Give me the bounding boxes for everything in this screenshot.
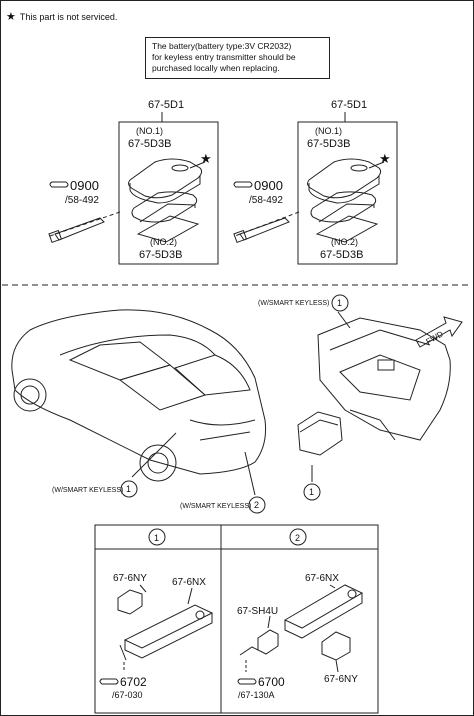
- detail-2-reference-hand-icon: [237, 678, 257, 685]
- detail-1-ref-sub: /67-030: [112, 690, 143, 700]
- detail-1-index: 1: [154, 533, 159, 543]
- not-serviced-note: ★This part is not serviced.: [6, 10, 117, 23]
- battery-note-box: The battery(battery type:3V CR2032) for …: [145, 37, 330, 79]
- clip-icon: [321, 631, 351, 661]
- right-no2-label: (NO.2): [331, 237, 358, 247]
- right-part-no2: 67-5D3B: [320, 249, 363, 261]
- left-no2-label: (NO.2): [150, 237, 177, 247]
- callout-circle-2: [248, 496, 266, 514]
- detail-2-index: 2: [295, 533, 300, 543]
- star-icon: ★: [6, 11, 16, 23]
- battery-note-line-3: purchased locally when replacing.: [152, 63, 280, 73]
- not-serviced-text: This part is not serviced.: [19, 12, 118, 22]
- left-key-group: [48, 112, 219, 265]
- right-key-group: [233, 112, 398, 265]
- detail-2-part-c: 67-6NY: [324, 674, 358, 685]
- callout-circle-1: [120, 480, 138, 498]
- detail-1-parts: [99, 584, 214, 685]
- left-mechanical-key-icon: [48, 217, 105, 244]
- left-star-icon: ★: [200, 151, 212, 166]
- callout-2-number: 2: [254, 500, 259, 510]
- detail-2-parts: [237, 584, 364, 685]
- vehicle-illustration: [11, 309, 266, 514]
- detail-2-ref-sub: /67-130A: [238, 690, 275, 700]
- detail-1-reference-hand-icon: [99, 678, 119, 685]
- fwd-label: FWD: [425, 329, 445, 346]
- left-part-no1: 67-5D3B: [128, 138, 171, 150]
- right-key-box: [297, 121, 398, 265]
- detail-2-index-circle: [289, 528, 307, 546]
- connector-icon: [257, 629, 279, 655]
- right-ref-code: 0900: [254, 178, 283, 193]
- detail-table: [94, 524, 379, 714]
- front-wheel-icon: [13, 378, 47, 412]
- left-no1-label: (NO.1): [136, 126, 163, 136]
- right-key-fob-icon: [307, 158, 382, 243]
- smart-keyless-label-top: (W/SMART KEYLESS): [258, 300, 329, 307]
- detail-1-ref-code: 6702: [120, 675, 147, 689]
- detail-1-part-a: 67-6NY: [113, 573, 147, 584]
- detail-2-part-a: 67-6NX: [305, 573, 339, 584]
- left-star-leader: [189, 161, 206, 169]
- detail-1-part-b: 67-6NX: [172, 577, 206, 588]
- callout-circle-dash-top: [331, 294, 349, 312]
- left-key-box: [118, 121, 219, 265]
- detail-1-index-circle: [148, 528, 166, 546]
- right-part-no1: 67-5D3B: [307, 138, 350, 150]
- right-star-icon: ★: [379, 151, 391, 166]
- left-ref-sub: /58-492: [65, 195, 99, 206]
- left-part-no2: 67-5D3B: [139, 249, 182, 261]
- antenna-module-icon: [283, 584, 364, 629]
- antenna-clip-icon: [117, 589, 143, 615]
- dash-leader-top: [337, 311, 351, 329]
- detail-2-ref-code: 6700: [258, 675, 285, 689]
- smart-keyless-label-1: (W/SMART KEYLESS): [52, 487, 123, 494]
- callout-circle-dash-bottom: [303, 483, 321, 501]
- battery-note-line-1: The battery(battery type:3V CR2032): [152, 41, 292, 51]
- right-reference-hand-icon: [233, 181, 253, 188]
- rear-wheel-icon: [139, 444, 177, 482]
- fwd-arrow-icon: [415, 316, 463, 348]
- left-reference-hand-icon: [49, 181, 69, 188]
- left-key-fob-icon: [128, 158, 203, 243]
- dashboard-illustration: [297, 294, 463, 501]
- vehicle-leader-2: [244, 451, 256, 496]
- smart-keyless-label-2: (W/SMART KEYLESS): [180, 503, 251, 510]
- right-star-leader: [368, 161, 385, 169]
- right-assembly-label: 67-5D1: [331, 99, 367, 111]
- right-ref-sub: /58-492: [249, 195, 283, 206]
- right-mechanical-key-icon: [233, 217, 290, 244]
- console-module-icon: [297, 411, 343, 456]
- callout-dash-bottom-number: 1: [309, 487, 314, 497]
- vehicle-leader-1: [131, 432, 177, 478]
- battery-note-line-2: for keyless entry transmitter should be: [152, 52, 296, 62]
- detail-2-part-b: 67-SH4U: [237, 606, 278, 617]
- left-assembly-label: 67-5D1: [148, 99, 184, 111]
- callout-dash-top-number: 1: [337, 298, 342, 308]
- callout-1-number: 1: [126, 484, 131, 494]
- left-leader-line: [49, 211, 121, 237]
- left-ref-code: 0900: [70, 178, 99, 193]
- right-no1-label: (NO.1): [315, 126, 342, 136]
